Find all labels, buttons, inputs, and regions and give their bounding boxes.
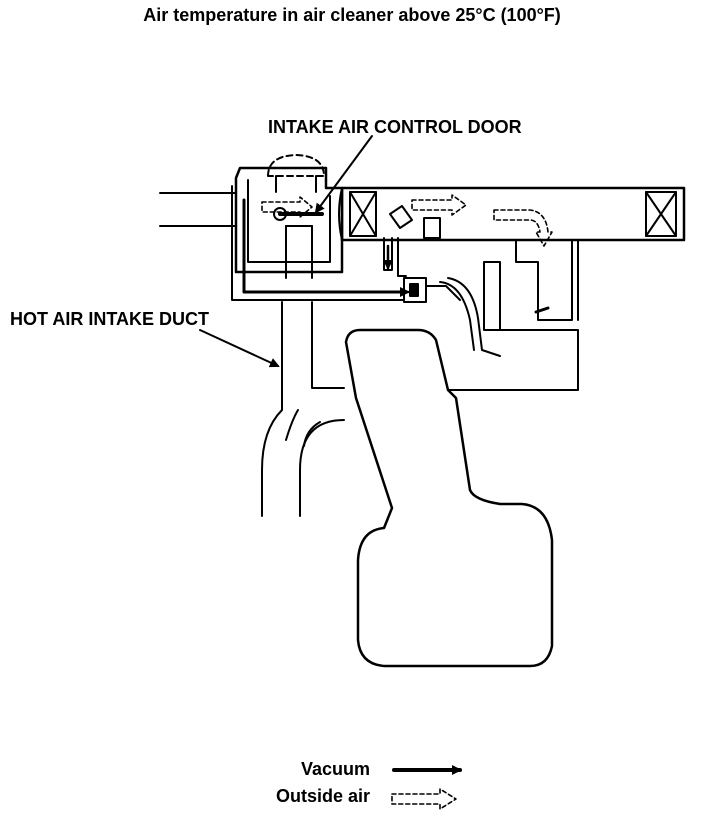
hot-air-intake-duct-label: HOT AIR INTAKE DUCT bbox=[10, 309, 209, 329]
intake-air-control-door-label: INTAKE AIR CONTROL DOOR bbox=[268, 117, 522, 137]
door-pointer-arrow bbox=[314, 135, 373, 214]
outside-air-flow-arrows bbox=[261, 194, 553, 247]
intake-air-control-door-housing bbox=[234, 154, 344, 279]
intake-riser bbox=[447, 239, 579, 391]
hot-air-intake-duct bbox=[261, 301, 345, 517]
air-cleaner-body bbox=[338, 186, 686, 242]
legend-vacuum-label: Vacuum bbox=[300, 759, 370, 779]
legend-outside-air-arrow bbox=[391, 788, 457, 810]
outside-air-intake-pipe bbox=[159, 192, 237, 227]
check-valve bbox=[403, 277, 501, 357]
duct-pointer-arrow bbox=[199, 329, 280, 368]
exhaust-manifold bbox=[344, 328, 554, 668]
diagram-title: Air temperature in air cleaner above 25°… bbox=[143, 5, 561, 25]
legend-outside-air-label: Outside air bbox=[275, 786, 370, 806]
vacuum-hose bbox=[231, 185, 406, 301]
temperature-sensor bbox=[383, 205, 441, 277]
vacuum-flow-arrows bbox=[383, 244, 410, 297]
